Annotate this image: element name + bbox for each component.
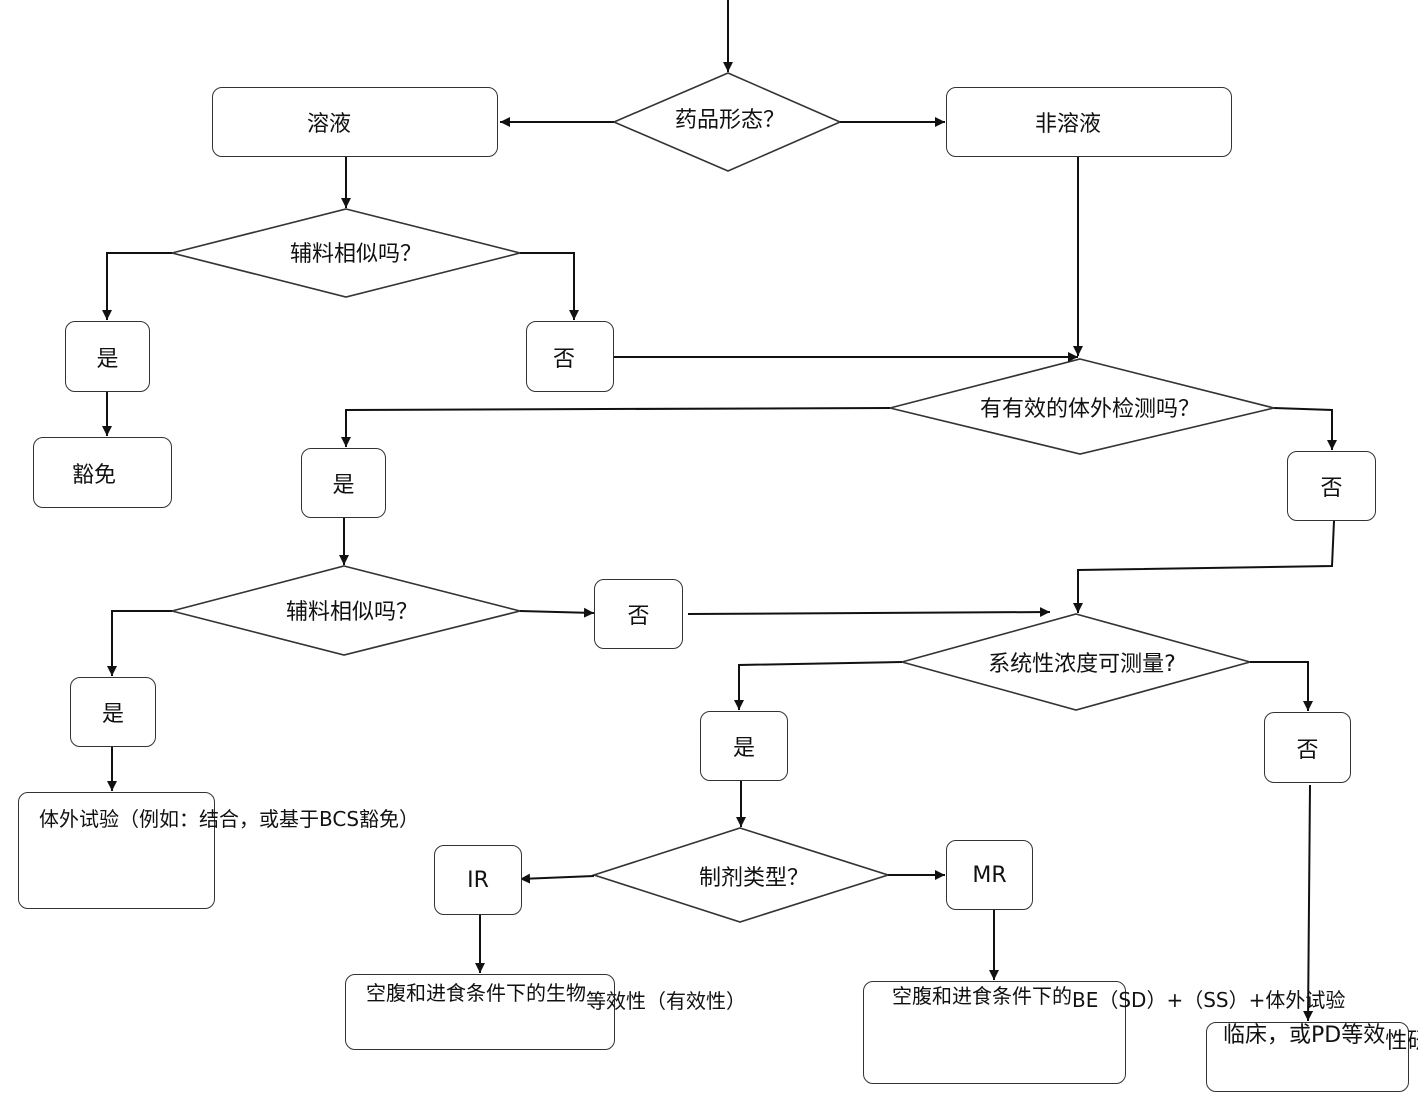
decision-systemic-shape [898,613,1254,711]
node-no-invitro-test: 否 [1287,451,1376,521]
arrow-systemic-to-no4 [1250,661,1313,711]
decision-invitro-test-label: 有有效的体外检测吗？ [979,397,1201,422]
arrow-invitro-to-yes2 [341,407,891,447]
node-yes-invitro-test: 是 [301,448,386,518]
node-yes-excipient-solution: 是 [65,321,150,392]
node-mr-result: 空腹和进食条件下的 BE（SD）+（SS）+ 体外试验 [863,981,1345,1084]
node-non-solution: 非溶液 [946,87,1232,157]
decision-formulation-shape [591,827,891,923]
decision-invitro-test-shape [889,358,1275,455]
arrow-no4-to-clinical [1303,784,1314,1022]
arrow-excipient-to-yes1 [102,252,172,320]
node-ir: IR [434,845,522,915]
decision-excipient-invitro-label: 辅料相似吗？ [285,600,419,625]
decision-form-shape [611,72,842,172]
arrow-excipient-to-yes3 [107,610,172,676]
node-yes-excipient-invitro: 是 [70,677,156,747]
decision-formulation-label: 制剂类型？ [698,866,810,891]
node-clinical: 临床，或PD等效 性研究 [1206,1022,1418,1092]
arrow-excipient-to-no1 [520,252,579,320]
node-mr: MR [946,840,1033,910]
node-ir-result: 空腹和进食条件下的生物 等效性（有效性） [345,974,746,1050]
arrow-systemic-to-yes4 [734,661,903,710]
node-invitro-trial: 体外试验（例 如：结合，或基 于BCS豁免） [18,792,419,909]
decision-systemic-label: 系统性浓度可测量? [988,652,1176,677]
node-no-systemic: 否 [1264,712,1351,783]
decision-form-label: 药品形态？ [674,108,786,133]
node-waiver: 豁免 [33,437,172,508]
arrow-no3-to-systemic [687,607,1051,618]
arrow-formulation-to-ir [519,873,595,884]
arrow-excipient-to-no3 [519,607,595,618]
decision-excipient-solution-label: 辅料相似吗？ [289,242,423,267]
node-no-excipient-solution: 否 [526,321,614,392]
arrow-invitro-to-no2 [1273,407,1337,450]
decision-excipient-solution-shape [171,208,521,298]
arrow-no2-to-systemic [1073,520,1335,613]
node-no-excipient-invitro: 否 [594,579,683,649]
node-solution: 溶液 [212,87,498,157]
node-yes-systemic: 是 [700,711,788,781]
decision-excipient-invitro-shape [168,565,521,656]
